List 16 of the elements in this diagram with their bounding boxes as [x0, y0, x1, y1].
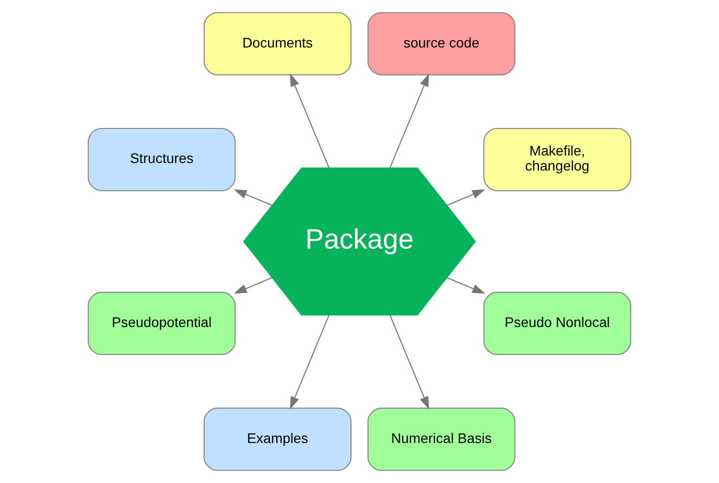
node-box: Documents: [204, 12, 352, 76]
node-box: Makefile, changelog: [483, 128, 632, 192]
arrow: [290, 74, 330, 168]
node-box: Pseudo Nonlocal: [483, 292, 632, 356]
arrow: [446, 277, 486, 294]
arrow: [234, 189, 272, 206]
arrow: [390, 314, 430, 410]
arrow: [446, 189, 486, 206]
node-box: Numerical Basis: [367, 408, 516, 471]
node-box: source code: [367, 12, 516, 76]
arrow: [234, 277, 272, 294]
arrow: [290, 314, 330, 410]
node-box: Pseudopotential: [88, 292, 236, 356]
node-box: Examples: [204, 408, 352, 471]
arrow: [390, 74, 430, 168]
node-box: Structures: [88, 128, 236, 192]
